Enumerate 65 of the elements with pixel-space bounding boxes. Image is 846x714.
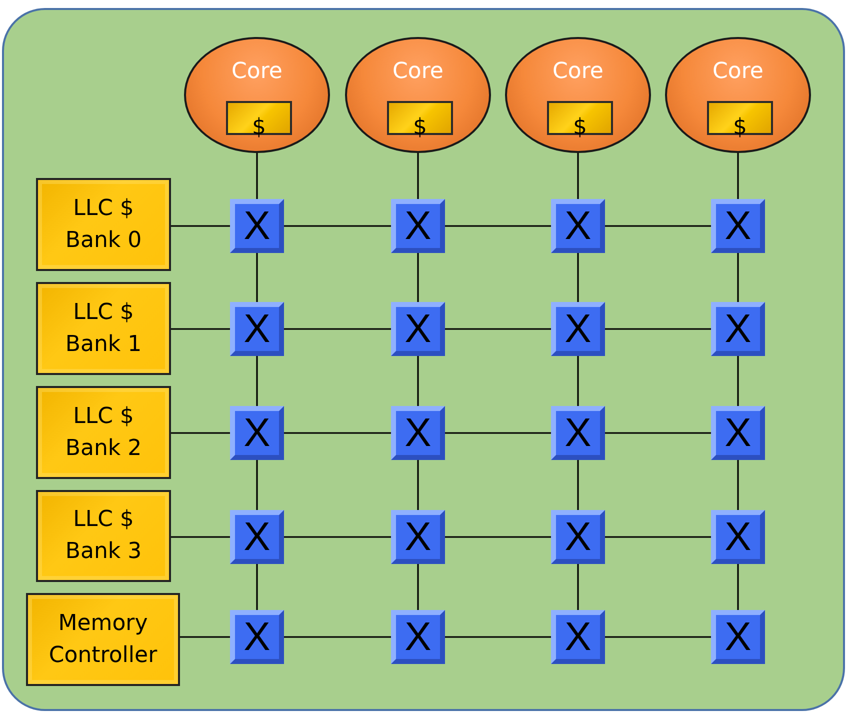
crossbar-switch: X (391, 302, 445, 356)
connector-line (284, 636, 391, 638)
crossbar-switch: X (551, 510, 605, 564)
connector-line (577, 460, 579, 510)
cache-bank-box: LLC $ Bank 3 (36, 490, 171, 582)
crossbar-switch: X (711, 302, 765, 356)
crossbar-switch: X (230, 406, 284, 460)
connector-line (577, 356, 579, 406)
cache-bank-box: LLC $ Bank 1 (36, 282, 171, 375)
connector-line (577, 253, 579, 302)
connector-line (171, 225, 230, 227)
cache-bank-box: LLC $ Bank 2 (36, 386, 171, 479)
connector-line (284, 328, 391, 330)
connector-line (737, 153, 739, 199)
connector-line (284, 432, 391, 434)
connector-line (445, 536, 551, 538)
connector-line (417, 253, 419, 302)
crossbar-switch: X (711, 510, 765, 564)
connector-line (256, 564, 258, 610)
connector-line (171, 536, 230, 538)
connector-line (445, 636, 551, 638)
connector-line (180, 636, 230, 638)
crossbar-switch: X (230, 302, 284, 356)
connector-line (577, 564, 579, 610)
connector-line (445, 432, 551, 434)
connector-line (605, 536, 711, 538)
crossbar-switch: X (391, 610, 445, 664)
connector-line (605, 328, 711, 330)
connector-line (256, 356, 258, 406)
crossbar-switch: X (391, 199, 445, 253)
connector-line (417, 460, 419, 510)
connector-line (737, 356, 739, 406)
connector-line (171, 328, 230, 330)
connector-line (417, 153, 419, 199)
memory-controller-box: Memory Controller (26, 593, 180, 686)
connector-line (284, 225, 391, 227)
connector-line (417, 356, 419, 406)
crossbar-switch: X (551, 406, 605, 460)
connector-line (171, 432, 230, 434)
connector-line (605, 225, 711, 227)
crossbar-switch: X (551, 302, 605, 356)
crossbar-switch: X (391, 510, 445, 564)
crossbar-switch: X (711, 199, 765, 253)
crossbar-switch: X (391, 406, 445, 460)
crossbar-switch: X (711, 406, 765, 460)
connector-line (577, 153, 579, 199)
connector-line (284, 536, 391, 538)
connector-line (605, 432, 711, 434)
cache-bank-box: LLC $ Bank 0 (36, 178, 171, 271)
connector-line (605, 636, 711, 638)
connector-line (737, 460, 739, 510)
crossbar-switch: X (711, 610, 765, 664)
connector-line (737, 253, 739, 302)
crossbar-switch: X (230, 199, 284, 253)
connector-line (737, 564, 739, 610)
connector-line (417, 564, 419, 610)
connector-line (256, 153, 258, 199)
connector-line (445, 225, 551, 227)
crossbar-switch: X (551, 199, 605, 253)
crossbar-switch: X (551, 610, 605, 664)
crossbar-switch: X (230, 510, 284, 564)
connector-line (445, 328, 551, 330)
crossbar-switch: X (230, 610, 284, 664)
connector-line (256, 460, 258, 510)
connector-line (256, 253, 258, 302)
